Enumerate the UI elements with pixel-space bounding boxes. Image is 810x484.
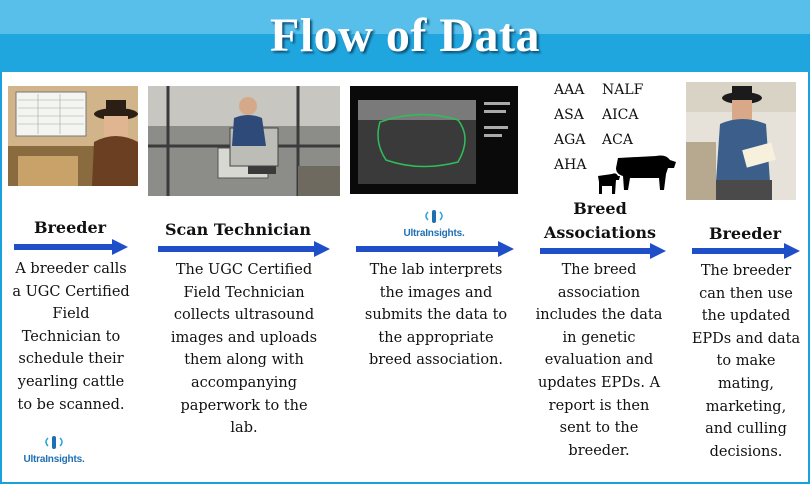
step-breed-associations-title: Breed Associations: [543, 199, 657, 242]
ultrainsights-logo-lab: UltraInsights.: [384, 206, 484, 239]
ultrasound-wave-icon: [425, 210, 443, 223]
association-nalf: NALF: [602, 82, 644, 98]
step-scan-technician-title: Scan Technician: [164, 220, 312, 239]
flow-arrow-3: [356, 241, 514, 257]
step-breed-associations-description: The breed association includes the data …: [535, 262, 663, 459]
step-breeder-title: Breeder: [33, 218, 107, 237]
step-breeder-final-description: The breeder can then use the updated EPD…: [691, 263, 801, 460]
flow-arrow-2: [158, 241, 330, 257]
ultrasound-wave-icon: [45, 436, 63, 449]
step-breeder-final-title: Breeder: [708, 224, 782, 243]
association-asa: ASA: [554, 107, 584, 123]
breed-association-list: AAA NALF ASA AICA AGA ACA AHA: [554, 82, 674, 182]
breeder-clipboard-photo: [686, 82, 796, 200]
breeder-phone-photo: [8, 86, 138, 186]
association-aica: AICA: [602, 107, 639, 123]
page-title: Flow of Data: [270, 9, 540, 62]
ultrainsights-logo-footer: UltraInsights.: [14, 432, 94, 465]
association-aca: ACA: [602, 132, 633, 148]
step-scan-technician-description: The UGC Certified Field Technician colle…: [170, 262, 318, 437]
step-lab-description: The lab interprets the images and submit…: [364, 262, 508, 369]
step-breeder-description: A breeder calls a UGC Certified Field Te…: [12, 261, 130, 413]
cattle-silhouette-icon: [596, 150, 678, 196]
association-aaa: AAA: [554, 82, 585, 98]
ultrasound-image: [350, 86, 518, 194]
scan-technician-photo: [148, 86, 340, 196]
association-aha: AHA: [554, 157, 587, 173]
association-aga: AGA: [554, 132, 586, 148]
flow-arrow-4: [540, 243, 666, 259]
flow-arrow-1: [14, 239, 128, 255]
flow-arrow-5: [692, 243, 800, 259]
header-banner: [0, 0, 810, 72]
